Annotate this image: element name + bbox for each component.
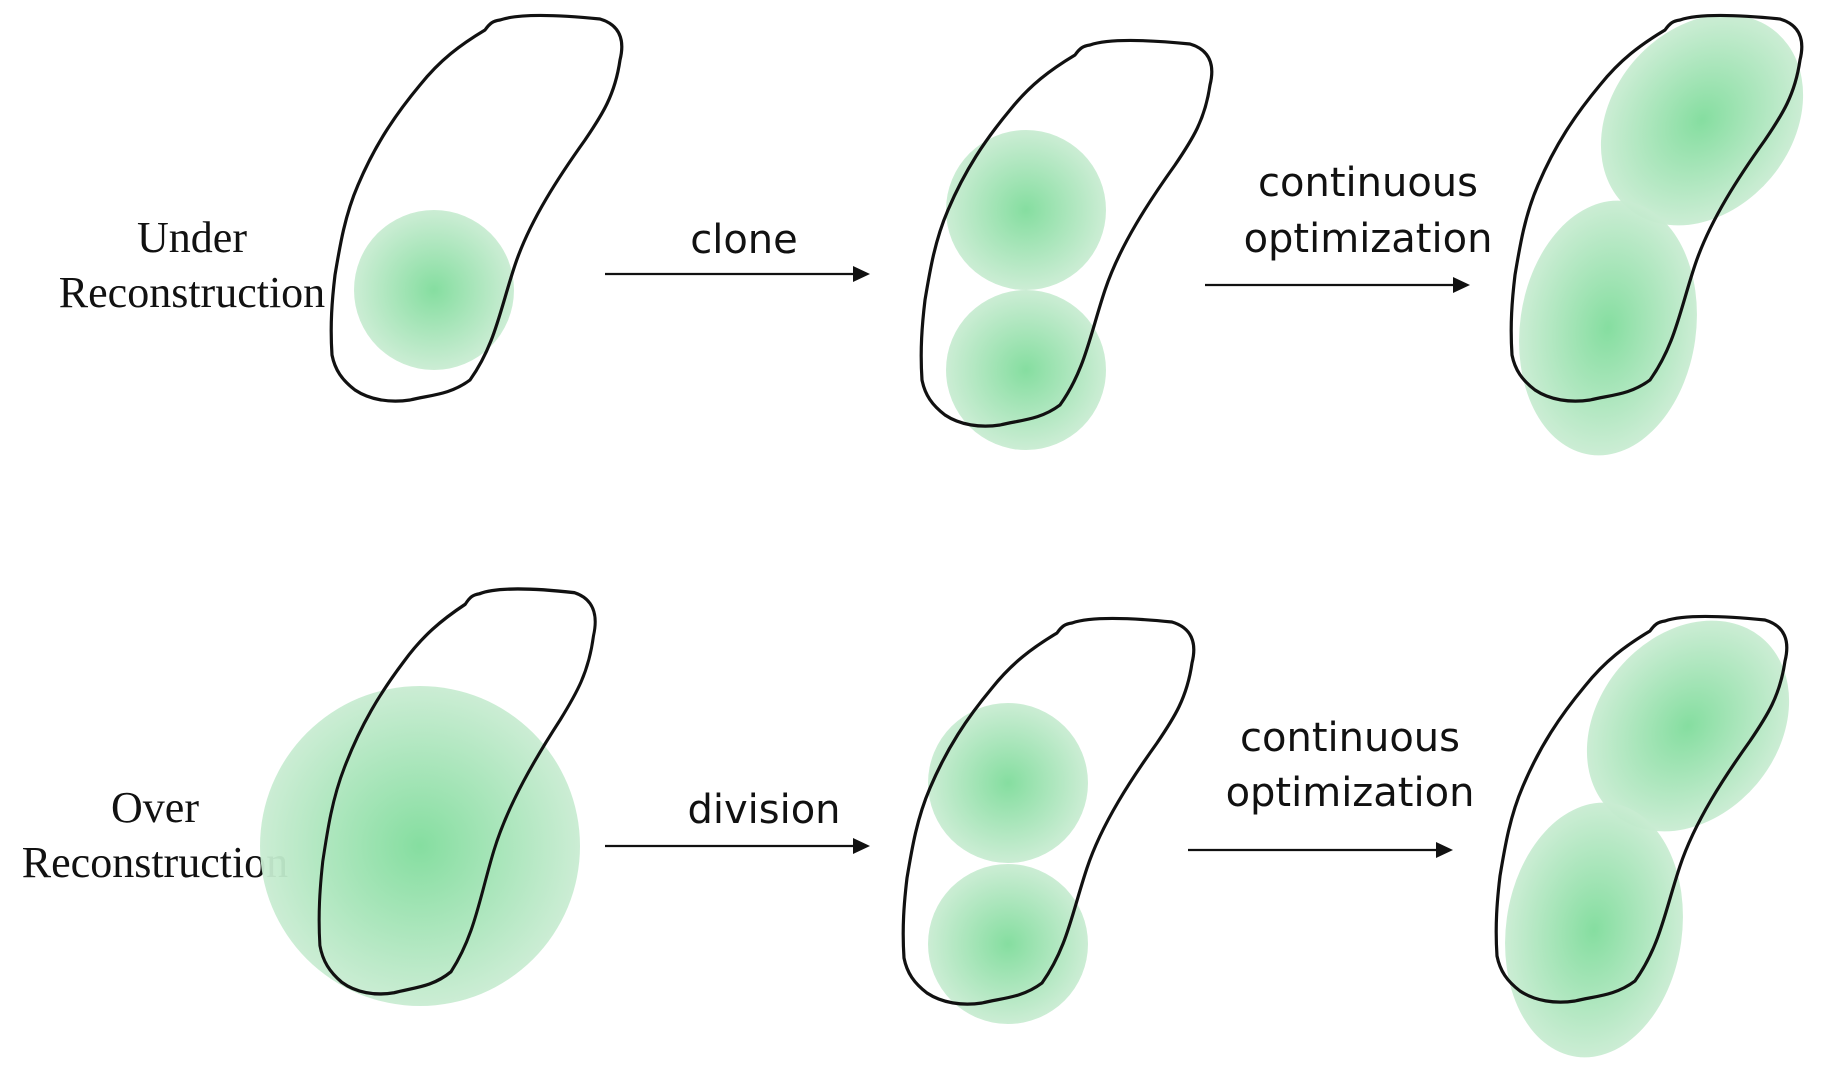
gaussian-blob [1505,802,1683,1058]
division-arrow: division [605,787,870,854]
operation-label: division [687,787,840,833]
object-outline-stage-initial [329,13,624,403]
gaussian-blob [1586,620,1790,832]
gaussian-blob [946,290,1106,450]
object-outline-stage-cloned [919,38,1214,450]
optimization-label-line1: continuous [1258,160,1478,206]
optimization-label-line2: optimization [1226,770,1475,816]
gaussian-blob [928,864,1088,1024]
optimization-label-line2: optimization [1244,216,1493,262]
gaussian-blob [946,130,1106,290]
optimization-arrow: continuous optimization [1188,715,1474,858]
optimization-arrow: continuous optimization [1205,160,1492,293]
gaussian-blob [260,686,580,1006]
object-outline-stage-divided [901,616,1196,1024]
object-outline-stage-optimized [1509,13,1804,456]
case-label-line1: Over [111,783,199,832]
row-over-reconstruction: Over Reconstruction division continuous … [22,587,1790,1058]
object-outline-stage-optimized [1494,614,1790,1058]
gaussian-blob [1600,14,1804,226]
case-label-line1: Under [137,213,247,262]
optimization-label-line1: continuous [1240,715,1460,761]
operation-label: clone [690,217,798,263]
case-label-line2: Reconstruction [59,268,325,317]
gaussian-blob [1519,200,1697,456]
clone-arrow: clone [605,217,870,282]
case-label-line2: Reconstruction [22,838,288,887]
object-outline-stage-initial [260,587,597,1006]
gaussian-blob [928,703,1088,863]
gaussian-blob [354,210,514,370]
row-under-reconstruction: Under Reconstruction clone continuous op… [59,13,1804,456]
